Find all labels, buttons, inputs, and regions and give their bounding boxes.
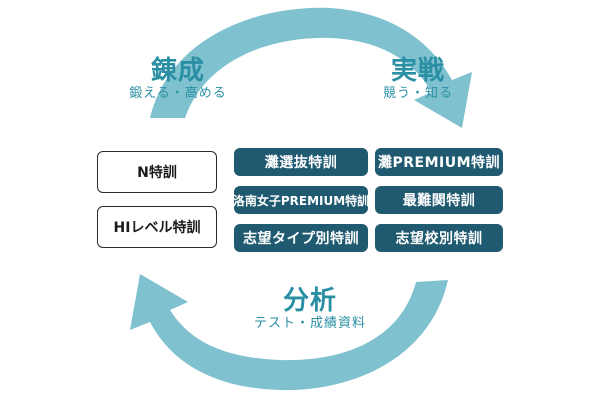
stage-bunseki-title: 分析 [282, 286, 337, 316]
course-nada-senbatsu: 灘選抜特訓 [234, 148, 368, 176]
bottom-arrow [130, 274, 448, 391]
course-sainankan: 最難関特訓 [375, 186, 503, 214]
top-arrow [150, 7, 472, 128]
stage-jissen: 実戦 競う・知る [358, 56, 478, 102]
course-n-tokkun: N特訓 [97, 151, 217, 193]
course-shiboukou: 志望校別特訓 [375, 224, 503, 252]
stage-renseii-title: 錬成 [150, 56, 205, 86]
stage-bunseki-subtitle: テスト・成績資料 [253, 316, 366, 331]
stage-renseii: 錬成 鍛える・高める [118, 56, 238, 102]
course-nada-premium: 灘PREMIUM特訓 [375, 148, 503, 176]
course-shibou-type: 志望タイプ別特訓 [234, 224, 368, 252]
stage-jissen-subtitle: 競う・知る [382, 86, 453, 101]
course-rakunan-joshi-premium: 洛南女子PREMIUM特訓 [234, 186, 368, 214]
stage-bunseki: 分析 テスト・成績資料 [245, 286, 375, 332]
stage-jissen-title: 実戦 [390, 56, 445, 86]
stage-renseii-subtitle: 鍛える・高める [129, 86, 227, 101]
course-hi-level-tokkun: HIレベル特訓 [97, 206, 217, 248]
